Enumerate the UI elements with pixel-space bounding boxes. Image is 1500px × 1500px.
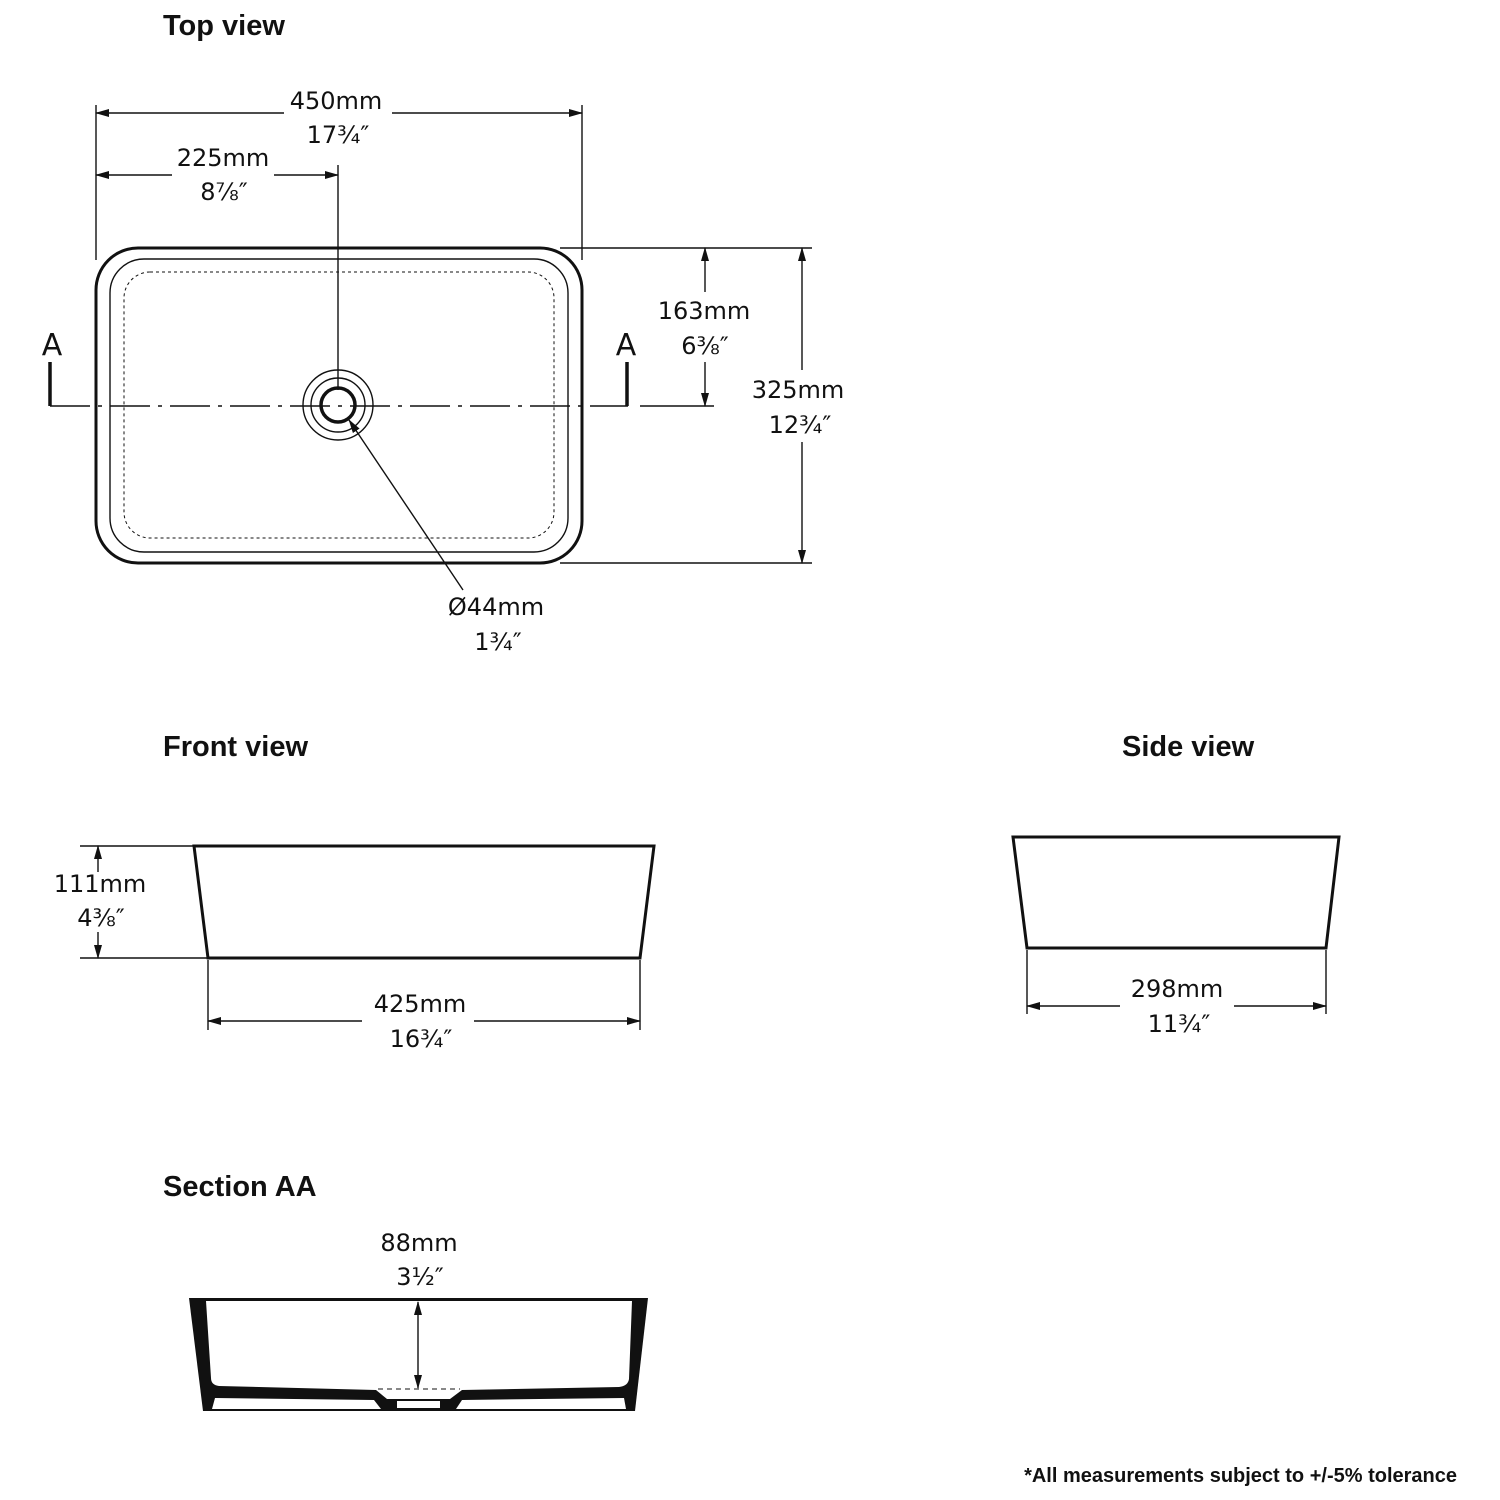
- dim-width-in: 17¾″: [307, 121, 370, 149]
- side-outline: [1011, 835, 1341, 950]
- drain-icon: [319, 386, 357, 424]
- section-foot-left: [212, 1398, 381, 1409]
- front-view: 111mm 4⅜″ 425mm 16¾″: [54, 844, 656, 1053]
- dim-depth-mm: 325mm: [752, 376, 845, 404]
- section-aa: 88mm 3½″: [189, 1229, 648, 1411]
- dim-drain-mm: Ø44mm: [448, 593, 544, 621]
- side-view: 298mm 11¾″: [1011, 835, 1341, 1038]
- dim-section-depth-mm: 88mm: [380, 1229, 457, 1257]
- dim-half-depth-in: 6⅜″: [681, 332, 729, 360]
- tolerance-footnote: *All measurements subject to +/-5% toler…: [1024, 1465, 1457, 1487]
- drain-outer-ring: [302, 369, 374, 441]
- heading-side-view: Side view: [1122, 731, 1255, 763]
- heading-section: Section AA: [163, 1171, 317, 1203]
- front-outline: [192, 844, 656, 960]
- dim-half-width-mm: 225mm: [177, 144, 270, 172]
- section-drain-hole: [397, 1401, 440, 1408]
- dim-half-width-in: 8⅞″: [200, 178, 248, 206]
- section-cavity: [206, 1301, 632, 1399]
- dim-height-mm: 111mm: [54, 870, 147, 898]
- heading-front-view: Front view: [163, 731, 308, 763]
- drain-leader-arrow: [348, 419, 464, 591]
- section-mark-left: A: [42, 328, 63, 363]
- top-view: A A 450mm 17¾″ 225mm 8⅞″ 163mm 6⅜″ 325mm…: [42, 87, 845, 656]
- dim-side-base-mm: 298mm: [1131, 975, 1224, 1003]
- dim-half-depth-mm: 163mm: [658, 297, 751, 325]
- basin-inner-bowl: [123, 271, 555, 539]
- dim-side-base-in: 11¾″: [1148, 1010, 1211, 1038]
- dim-front-base-mm: 425mm: [374, 990, 467, 1018]
- section-mark-right: A: [616, 328, 637, 363]
- dim-height-in: 4⅜″: [77, 904, 125, 932]
- dim-drain-in: 1¾″: [474, 628, 522, 656]
- dim-width-mm: 450mm: [290, 87, 383, 115]
- section-foot-right: [456, 1398, 626, 1409]
- dim-section-depth-in: 3½″: [396, 1263, 444, 1291]
- drain-middle-ring: [310, 377, 366, 433]
- dim-front-base-in: 16¾″: [390, 1025, 453, 1053]
- dim-depth-in: 12¾″: [769, 411, 832, 439]
- heading-top-view: Top view: [163, 10, 285, 42]
